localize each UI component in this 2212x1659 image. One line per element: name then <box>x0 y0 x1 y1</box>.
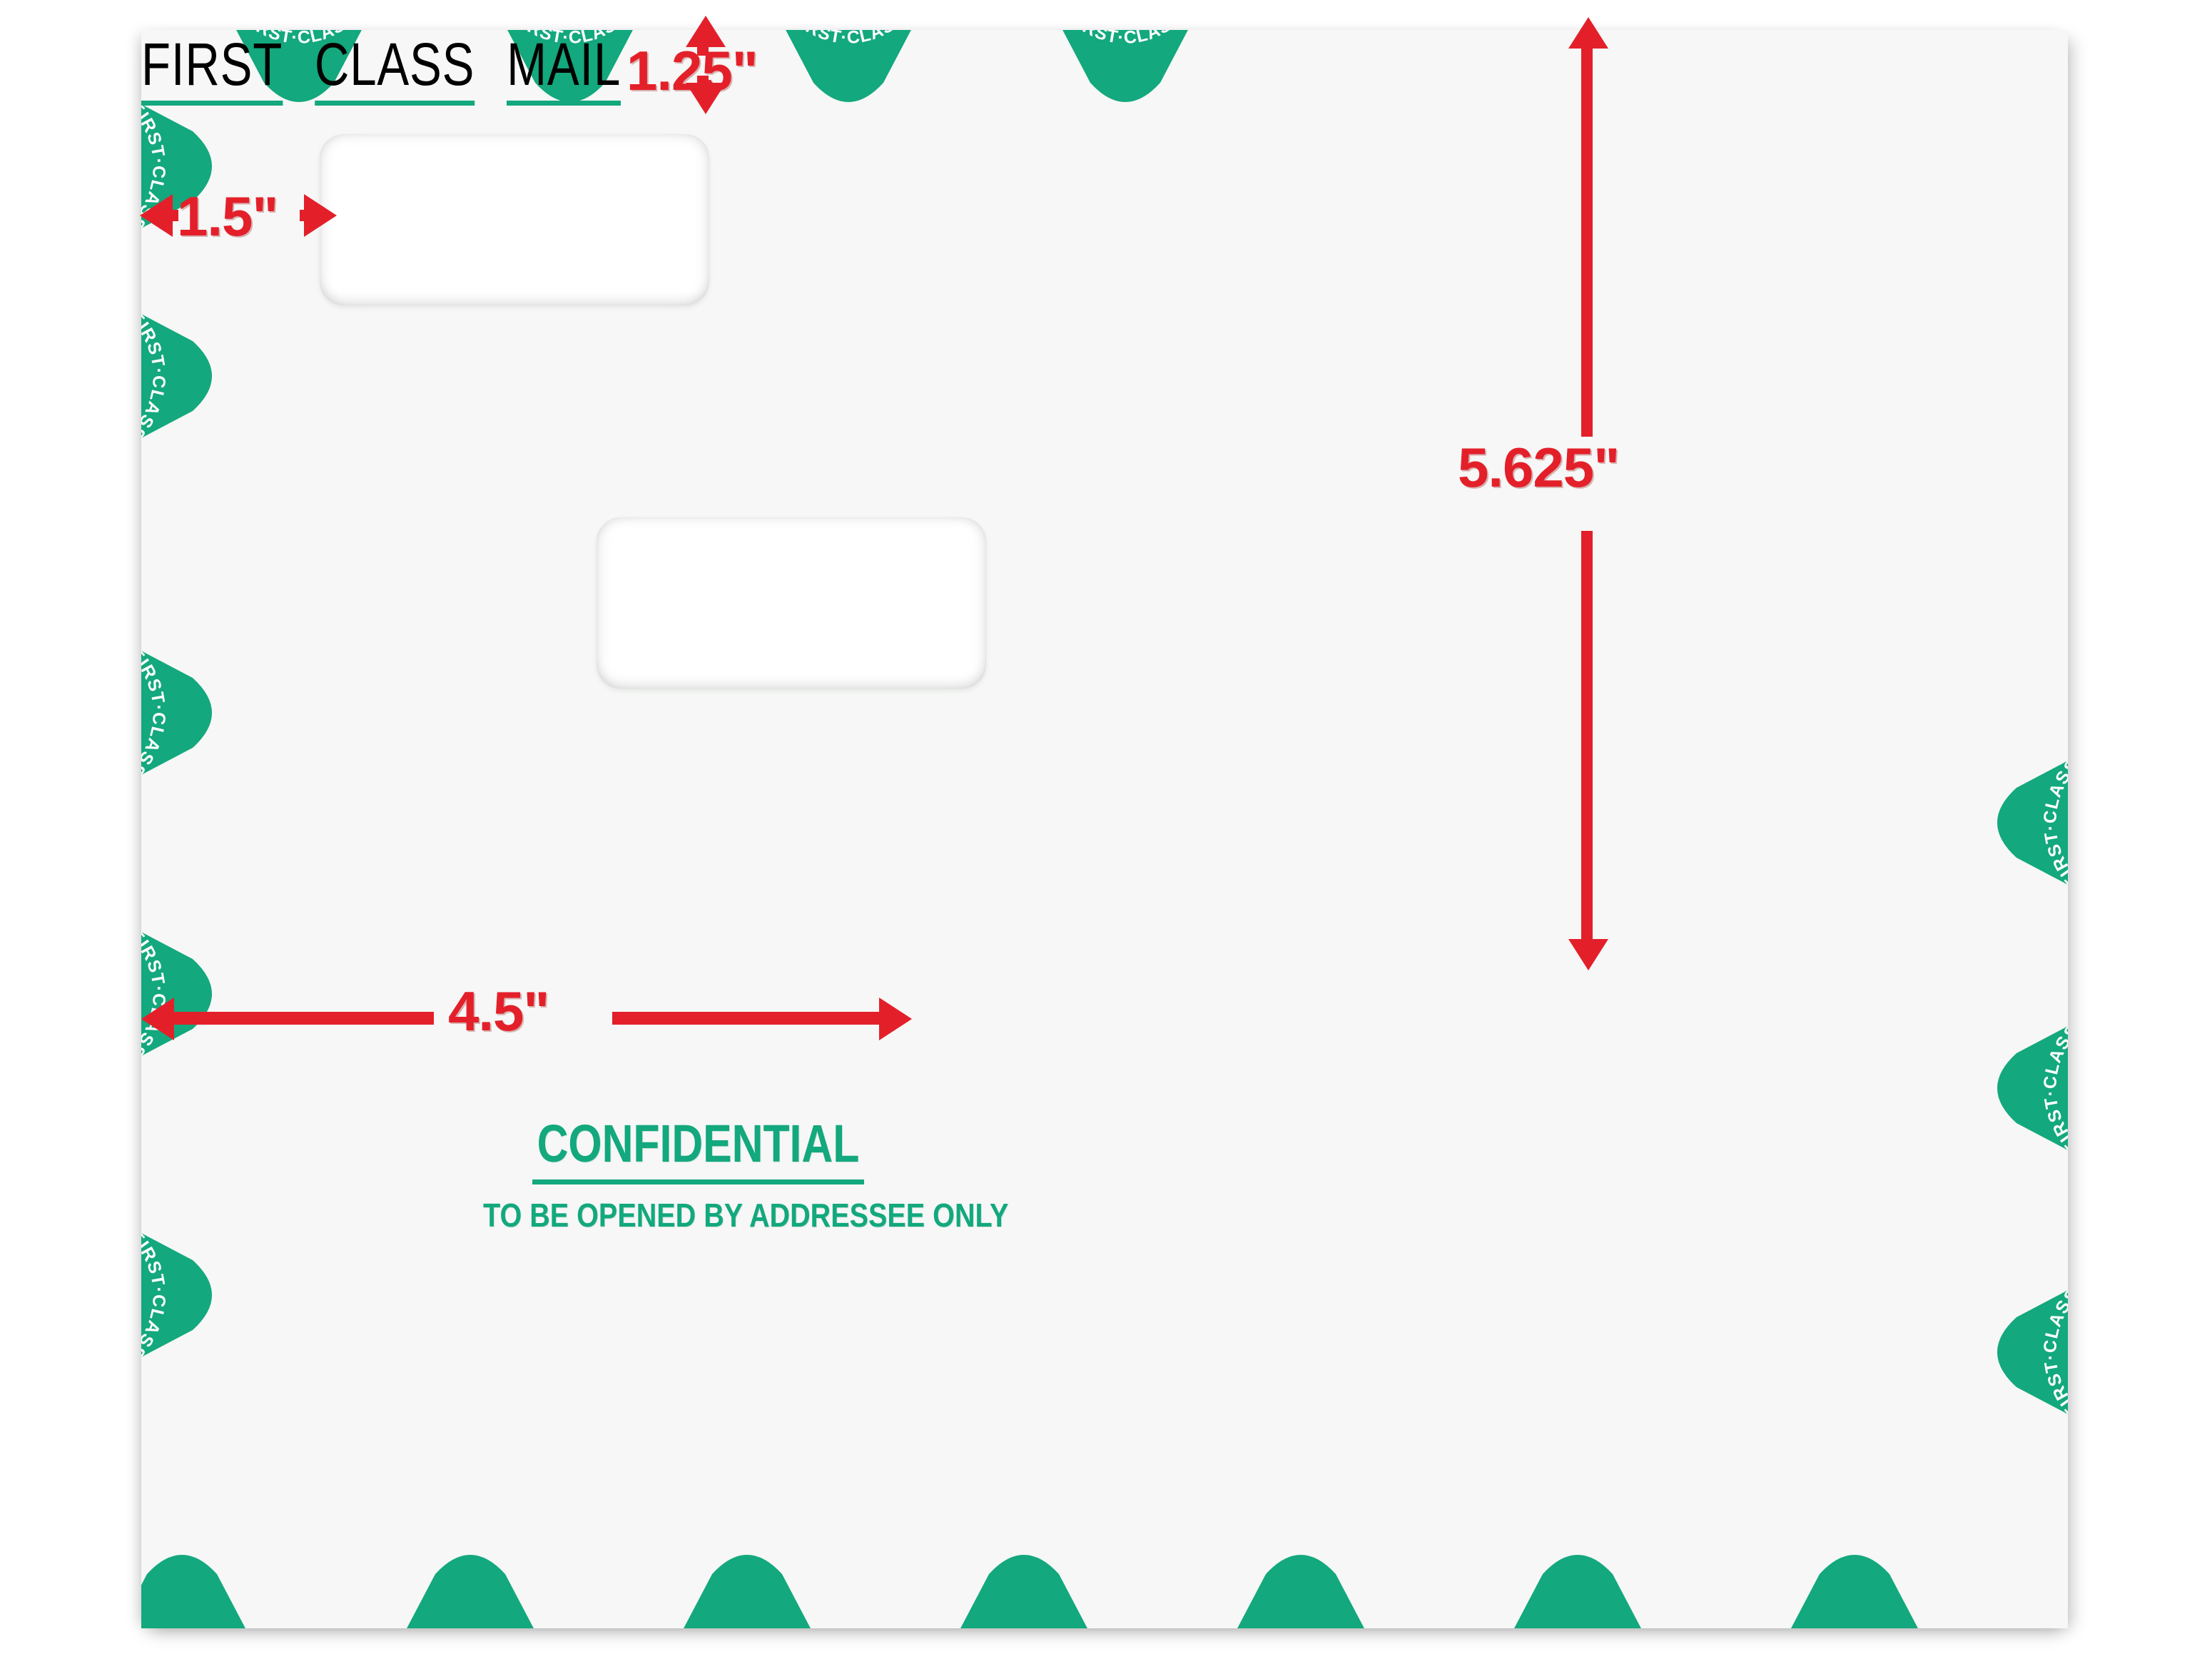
first-class-badge-bottom-3: FIRST·CLASS <box>668 1544 826 1628</box>
first-class-badge-bottom-5: FIRST·CLASS <box>1222 1544 1380 1628</box>
dimension-window-line-upper <box>1581 47 1593 437</box>
dimension-left-arrow-right <box>304 194 337 237</box>
first-class-badge-top-4: FIRST·CLASS <box>1046 30 1204 113</box>
dimension-left-arrow-left <box>140 194 173 237</box>
dimension-bottom-label: 4.5" <box>448 980 549 1042</box>
first-class-badge-bottom-6: FIRST·CLASS <box>1498 1544 1657 1628</box>
dimension-top-arrow-up <box>686 16 726 47</box>
first-class-mail-stamp: FIRST CLASS MAIL <box>141 30 1683 106</box>
first-class-badge-bottom-2: FIRST·CLASS <box>391 1544 549 1628</box>
dimension-bottom-line-right <box>612 1012 882 1025</box>
first-class-badge-top-2: FIRST·CLASS <box>491 30 649 113</box>
first-class-badge-right-1: FIRST·CLASS <box>1987 744 2068 902</box>
dimension-top-line-upper <box>697 43 709 56</box>
dimension-window-arrow-down <box>1568 939 1608 970</box>
dimension-window-label: 5.625" <box>1458 436 1620 499</box>
first-class-mail-word-3: MAIL <box>507 31 622 106</box>
dimension-bottom-line-left <box>171 1012 434 1025</box>
first-class-badge-bottom-4: FIRST·CLASS <box>945 1544 1103 1628</box>
dimension-window-line-lower <box>1581 531 1593 940</box>
confidential-stamp: CONFIDENTIAL TO BE OPENED BY ADDRESSEE O… <box>448 1113 1009 1234</box>
dimension-window-arrow-up <box>1568 17 1608 49</box>
dimension-bottom-arrow-right <box>879 998 912 1040</box>
first-class-badge-top-3: FIRST·CLASS <box>769 30 928 113</box>
dimension-left-label: 1.5" <box>177 185 278 248</box>
confidential-heading: CONFIDENTIAL <box>532 1113 864 1184</box>
dimension-bottom-arrow-left <box>141 998 174 1040</box>
dimension-left-line-a <box>168 210 178 221</box>
upper-address-window <box>320 134 709 305</box>
first-class-badge-left-5: FIRST·CLASS <box>141 1216 223 1374</box>
first-class-badge-top-1: FIRST·CLASS <box>220 30 378 113</box>
first-class-mail-word-1: FIRST <box>141 31 283 106</box>
dimension-top-arrow-down <box>686 83 726 114</box>
first-class-badge-left-2: FIRST·CLASS <box>141 297 223 455</box>
first-class-badge-right-2: FIRST·CLASS <box>1987 1009 2068 1167</box>
first-class-badge-left-3: FIRST·CLASS <box>141 634 223 792</box>
first-class-badge-right-3: FIRST·CLASS <box>1987 1273 2068 1431</box>
first-class-badge-left-4: FIRST·CLASS <box>141 915 223 1073</box>
envelope-sheet: FIRST·CLASS FIRST·CLASS FIRST·CLASS <box>141 30 2068 1628</box>
first-class-badge-bottom-7: FIRST·CLASS <box>1775 1544 1934 1628</box>
lower-address-window <box>597 517 986 689</box>
confidential-subheading: TO BE OPENED BY ADDRESSEE ONLY <box>483 1197 1009 1234</box>
first-class-badge-bottom-1: FIRST·CLASS <box>141 1544 261 1628</box>
first-class-mail-word-2: CLASS <box>314 31 475 106</box>
